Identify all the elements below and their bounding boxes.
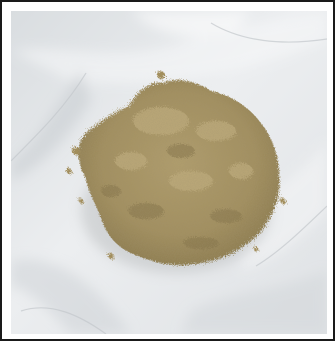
photo-svg bbox=[11, 11, 327, 334]
powder-pile bbox=[66, 71, 286, 265]
powder-photo bbox=[11, 11, 327, 334]
sheet-creases bbox=[11, 11, 327, 334]
sheet-fold-lines bbox=[11, 22, 327, 334]
